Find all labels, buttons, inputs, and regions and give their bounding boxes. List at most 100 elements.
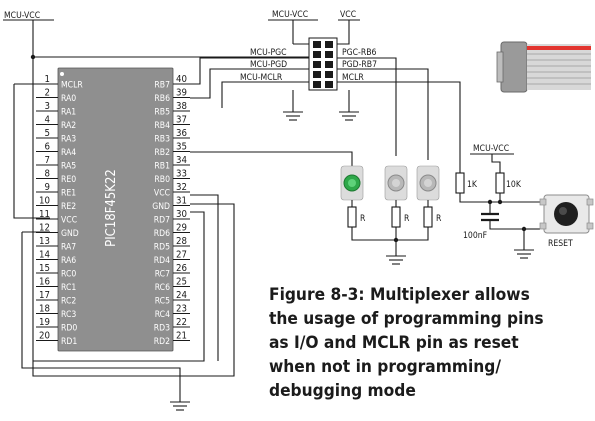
pgc-led-wire <box>337 57 397 156</box>
chip-part-number: PIC18F45K22 <box>104 169 119 247</box>
chip-pin-name: RC0 <box>61 270 76 280</box>
chip-pin-number: 37 <box>176 115 187 126</box>
mux-label-mclr: MCLR <box>342 73 364 83</box>
chip-pin-name: RD1 <box>61 337 77 347</box>
mcu-vcc-label-left: MCU-VCC <box>4 11 40 21</box>
chip-pin-name: RD6 <box>154 229 170 239</box>
programmer-connector-illustration <box>496 41 591 93</box>
chip-pin-name: RD7 <box>154 216 170 226</box>
chip-pin-name: RC3 <box>61 310 76 320</box>
caption-line-5: debugging mode <box>269 381 416 401</box>
multiplexer-jumpers <box>313 41 333 88</box>
resistor-1k <box>455 172 465 194</box>
chip-pin-name: RC6 <box>155 283 170 293</box>
mux-label-pgd-rb7: PGD-RB7 <box>342 60 377 70</box>
chip-left-pins: 1MCLR2RA03RA14RA25RA36RA47RA58RE09RE110R… <box>36 74 83 347</box>
chip-body <box>57 67 174 352</box>
chip-pin-name: RD5 <box>154 243 170 253</box>
caption-line-1: Figure 8-3: Multiplexer allows <box>269 285 530 305</box>
chip-pin-name: RC4 <box>155 310 170 320</box>
chip-pin-number: 34 <box>176 155 187 166</box>
vcc-label-top: VCC <box>340 10 356 20</box>
chip-pin-name: RE2 <box>61 202 76 212</box>
gnd-loop-wire <box>21 232 181 380</box>
chip-pin-number: 26 <box>176 263 187 274</box>
resistor-10k <box>495 172 505 194</box>
chip-pin-number: 21 <box>176 331 187 342</box>
chip-pin-number: 2 <box>45 88 51 99</box>
chip-pin-name: RE1 <box>61 189 76 199</box>
caption-line-4: when not in programming/ <box>269 357 501 377</box>
chip-pin-name: GND <box>152 202 170 212</box>
reset-label: RESET <box>548 239 573 249</box>
chip-pin-number: 16 <box>39 277 50 288</box>
chip-pin-number: 23 <box>176 304 187 315</box>
chip-pin-number: 11 <box>39 209 50 220</box>
chip-pin-name: RB1 <box>154 162 170 172</box>
chip-pin-number: 4 <box>45 115 51 126</box>
chip-pin-number: 18 <box>39 304 50 315</box>
rb2-led-wire <box>190 151 353 166</box>
chip-pin-number: 9 <box>45 182 51 193</box>
mcu-vcc-label-reset: MCU-VCC <box>473 144 509 154</box>
led-resistor-2 <box>391 206 401 228</box>
chip-pin-name: RB2 <box>154 148 170 158</box>
rb7-wire <box>190 57 309 85</box>
chip-pin-name: RB7 <box>154 81 170 91</box>
vcc32-loop-wire <box>190 194 219 361</box>
chip-pin-name: RB6 <box>154 94 170 104</box>
mux-label-pgc-rb6: PGC-RB6 <box>342 48 377 58</box>
chip-pin-name: VCC <box>154 189 170 199</box>
chip-pin-number: 27 <box>176 250 187 261</box>
chip-pin-name: RB5 <box>154 108 170 118</box>
figure-caption: Figure 8-3: Multiplexer allows the usage… <box>269 283 589 403</box>
chip-pin-name: RC5 <box>155 297 170 307</box>
vcc-loop-wire <box>32 57 235 377</box>
chip-pin-name: RE0 <box>61 175 76 185</box>
caption-line-3: as I/O and MCLR pin as reset <box>269 333 519 353</box>
chip-pin-name: RB4 <box>154 121 170 131</box>
mux-label-mcu-mclr: MCU-MCLR <box>240 73 283 83</box>
mclr-reset-wire <box>337 81 461 180</box>
chip-pin-name: RC7 <box>155 270 170 280</box>
chip-pin-name: RA5 <box>61 162 76 172</box>
caption-line-2: the usage of programming pins <box>269 309 544 329</box>
chip-pin-name: VCC <box>61 216 77 226</box>
chip-pin-number: 15 <box>39 263 50 274</box>
chip-pin-name: RB0 <box>154 175 170 185</box>
chip-pin-name: RA6 <box>61 256 76 266</box>
resistor-10k-label: 10K <box>506 180 522 190</box>
chip-pin-name: RC1 <box>61 283 76 293</box>
mclr-loop-wire <box>13 84 50 219</box>
led-resistor-3-label: R <box>436 214 442 224</box>
chip-pin-name: RA3 <box>61 135 76 145</box>
chip-pin-number: 32 <box>176 182 187 193</box>
chip-pin-name: RD0 <box>61 324 77 334</box>
reset-button[interactable] <box>539 194 594 234</box>
chip-pin-name: RA2 <box>61 121 76 131</box>
chip-pin-name: RA4 <box>61 148 76 158</box>
mclr-mux-wire <box>221 81 309 108</box>
chip-pin-number: 40 <box>176 74 187 85</box>
chip-right-pins: 40RB739RB638RB537RB436RB335RB234RB133RB0… <box>152 74 190 347</box>
chip-pin-number: 8 <box>45 169 51 180</box>
chip-pin-name: RD2 <box>154 337 170 347</box>
resistor-1k-label: 1K <box>467 180 478 190</box>
chip-pin-number: 6 <box>45 142 51 153</box>
chip-pin1-marker <box>60 72 64 76</box>
chip-pin-number: 38 <box>176 101 187 112</box>
mux-label-mcu-pgd: MCU-PGD <box>250 60 287 70</box>
chip-pin-number: 36 <box>176 128 187 139</box>
chip-pin-number: 10 <box>39 196 50 207</box>
reset-node-wire <box>459 193 540 203</box>
chip-pin-name: RA7 <box>61 243 76 253</box>
chip-pin-name: GND <box>61 229 79 239</box>
chip-pin-number: 19 <box>39 317 50 328</box>
chip-pin-number: 3 <box>45 101 51 112</box>
chip-pin-number: 22 <box>176 317 187 328</box>
led-ground-bus <box>351 227 429 241</box>
chip-pin-number: 29 <box>176 223 187 234</box>
chip-pin-number: 28 <box>176 236 187 247</box>
rb6-wire <box>190 68 309 99</box>
